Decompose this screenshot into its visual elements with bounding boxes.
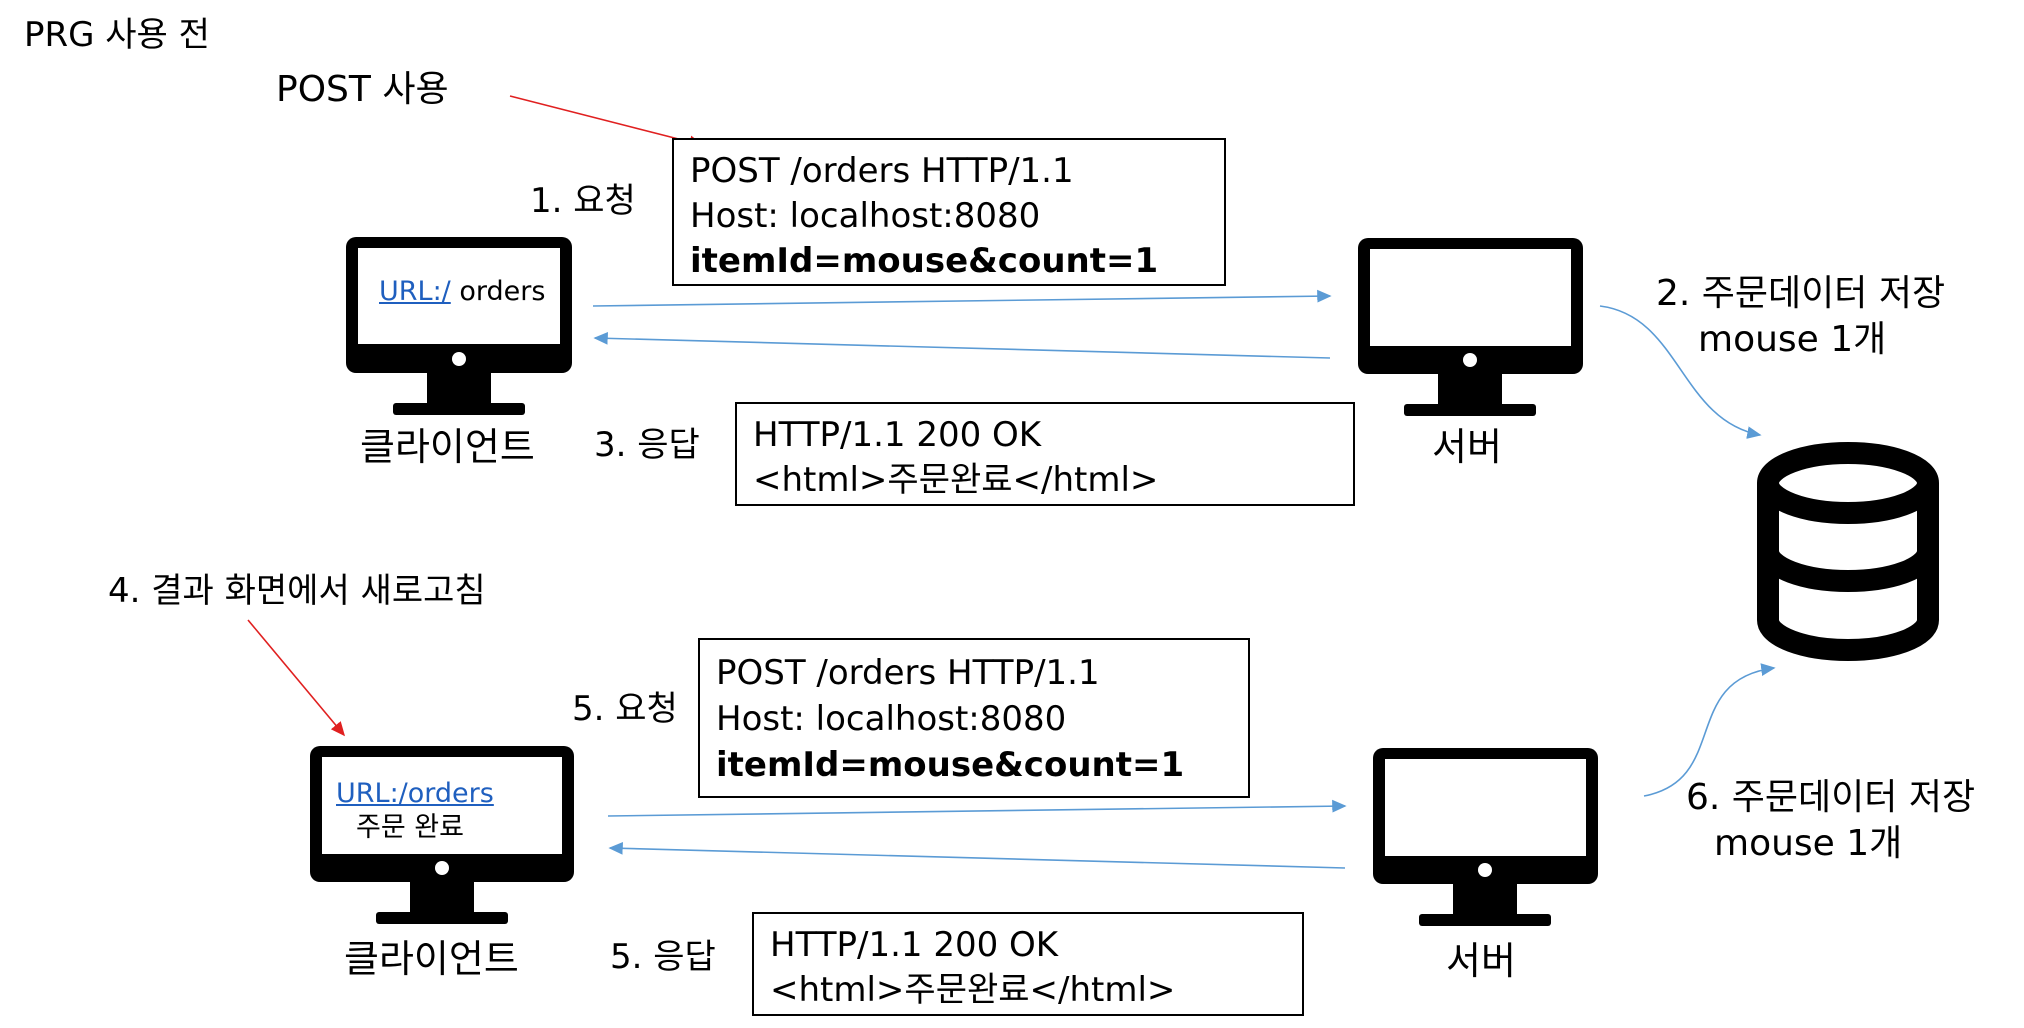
bottom-screen-url-text: URL:/orders <box>336 778 494 809</box>
top-client-label: 클라이언트 <box>360 425 535 469</box>
top-request-box: POST /orders HTTP/1.1 Host: localhost:80… <box>672 138 1226 286</box>
refresh-note: 4. 결과 화면에서 새로고침 <box>108 571 486 611</box>
bottom-request-arrow <box>607 799 1347 817</box>
bottom-response-arrow <box>608 841 1346 869</box>
top-request-arrow <box>592 289 1332 307</box>
bottom-request-line-2: Host: localhost:8080 <box>716 699 1067 739</box>
post-note: POST 사용 <box>276 69 449 110</box>
top-response-label: 3. 응답 <box>594 425 700 465</box>
bottom-request-line-1: POST /orders HTTP/1.1 <box>716 653 1100 693</box>
bottom-screen-url: URL:/orders <box>336 780 494 807</box>
bottom-response-line-2: <html>주문완료</html> <box>770 970 1176 1010</box>
bottom-response-label: 5. 응답 <box>610 937 716 977</box>
top-screen-label: orders <box>459 276 546 307</box>
top-response-arrow <box>593 331 1331 359</box>
top-save-note-1: 2. 주문데이터 저장 <box>1656 273 1946 314</box>
top-response-line-2: <html>주문완료</html> <box>753 460 1159 500</box>
top-server-monitor-icon <box>1358 238 1583 416</box>
bottom-save-note-2: mouse 1개 <box>1714 823 1903 864</box>
bottom-server-monitor-icon <box>1373 748 1598 926</box>
top-response-box: HTTP/1.1 200 OK <html>주문완료</html> <box>735 402 1355 506</box>
bottom-client-monitor-icon <box>310 746 574 924</box>
top-client-monitor-icon <box>346 237 572 415</box>
bottom-request-line-3: itemId=mouse&count=1 <box>716 745 1185 785</box>
top-save-note-2: mouse 1개 <box>1698 319 1887 360</box>
bottom-save-note-1: 6. 주문데이터 저장 <box>1686 777 1976 818</box>
top-screen-text: URL:/ orders <box>379 278 545 305</box>
top-request-label: 1. 요청 <box>530 181 636 221</box>
top-response-line-1: HTTP/1.1 200 OK <box>753 415 1042 455</box>
bottom-response-box: HTTP/1.1 200 OK <html>주문완료</html> <box>752 912 1304 1016</box>
top-request-line-3: itemId=mouse&count=1 <box>690 241 1159 281</box>
top-screen-url: URL:/ <box>379 276 451 307</box>
bottom-screen-label: 주문 완료 <box>356 812 464 843</box>
save-arrow-bottom <box>1643 663 1776 797</box>
top-request-line-1: POST /orders HTTP/1.1 <box>690 151 1074 191</box>
bottom-request-box: POST /orders HTTP/1.1 Host: localhost:80… <box>698 638 1250 798</box>
post-note-arrow <box>509 95 704 149</box>
refresh-note-arrow <box>247 619 346 737</box>
bottom-response-line-1: HTTP/1.1 200 OK <box>770 925 1059 965</box>
top-request-line-2: Host: localhost:8080 <box>690 196 1041 236</box>
bottom-server-label: 서버 <box>1446 939 1516 983</box>
top-server-label: 서버 <box>1432 425 1502 469</box>
bottom-request-label: 5. 요청 <box>572 689 678 729</box>
page-title: PRG 사용 전 <box>24 15 210 55</box>
save-arrow-top <box>1599 305 1762 439</box>
database-icon <box>1757 442 1939 661</box>
bottom-client-label: 클라이언트 <box>344 937 519 981</box>
